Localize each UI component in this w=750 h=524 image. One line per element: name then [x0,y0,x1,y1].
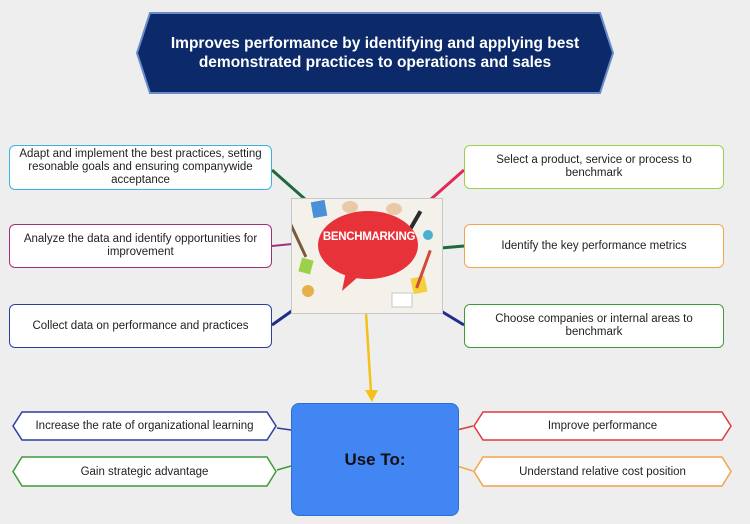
benchmarking-image: BENCHMARKING [291,198,443,314]
node-collect-data: Collect data on performance and practice… [9,304,272,348]
use-improve-performance-shape [473,411,732,441]
link-gain [276,465,292,471]
use-gain-advantage-text: Gain strategic advantage [80,465,209,478]
node-choose-companies-text: Choose companies or internal areas to be… [495,313,693,338]
use-understand-cost-text: Understand relative cost position [519,465,686,478]
node-choose-companies: Choose companies or internal areas to be… [464,304,724,348]
benchmarking-label: BENCHMARKING [322,231,416,243]
use-increase-learning-text: Increase the rate of organizational lear… [35,420,254,432]
use-improve-performance: Improve performance [473,411,732,441]
link-identify [440,244,465,250]
use-to-label: Use To: [344,449,406,469]
use-gain-advantage-shape [12,456,277,487]
use-to-box: Use To: [291,403,459,516]
node-collect-data-text: Collect data on performance and practice… [32,319,249,332]
node-adapt-implement-text: Adapt and implement the best practices, … [19,148,262,186]
node-select-product-text: Select a product, service or process to … [496,154,692,179]
node-select-product: Select a product, service or process to … [464,145,724,189]
node-analyze-data: Analyze the data and identify opportunit… [9,224,272,268]
link-adapt [271,168,307,202]
link-select [429,168,465,202]
use-increase-learning-shape [12,411,277,441]
benchmarking-illustration [292,199,442,313]
use-understand-cost: Understand relative cost position [473,456,732,487]
link-improve [456,425,474,431]
link-understand [456,465,474,472]
use-increase-learning: Increase the rate of organizational lear… [12,411,277,441]
banner-line-2: demonstrated practices to operations and… [198,54,552,71]
link-analyze [271,243,293,247]
node-adapt-implement: Adapt and implement the best practices, … [9,145,272,190]
use-understand-cost-shape [473,456,732,487]
node-analyze-data-text: Analyze the data and identify opportunit… [23,233,258,258]
title-banner: Improves performance by identifying and … [136,12,614,94]
node-identify-metrics: Identify the key performance metrics [464,224,724,268]
arrow-shaft [364,312,373,393]
banner-line-1: Improves performance by identifying and … [170,35,580,52]
use-improve-performance-text: Improve performance [547,420,658,432]
use-gain-advantage: Gain strategic advantage [12,456,277,487]
banner-text: Improves performance by identifying and … [166,12,584,94]
node-identify-metrics-text: Identify the key performance metrics [501,239,687,252]
arrow-head [365,390,378,402]
link-increase [276,427,292,431]
banner-shape [136,12,614,94]
